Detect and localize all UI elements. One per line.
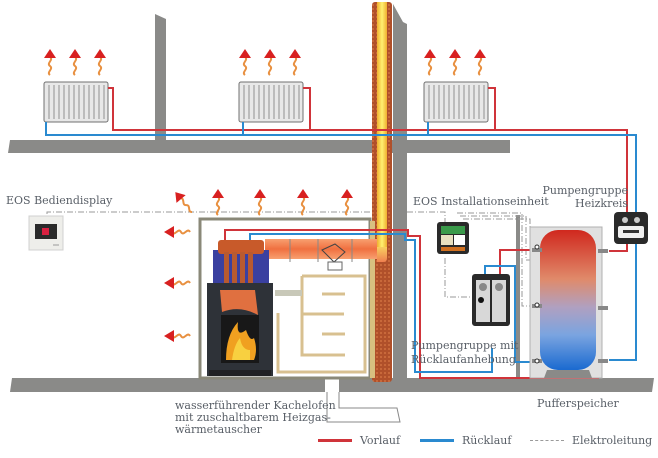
eos-display-device bbox=[28, 215, 64, 251]
radiator-3 bbox=[423, 48, 489, 123]
chimney bbox=[372, 2, 392, 382]
stove bbox=[207, 240, 273, 376]
upper-floor-slab bbox=[8, 140, 465, 153]
return-lift-pump-group bbox=[472, 274, 510, 326]
buffer-tank bbox=[529, 226, 608, 379]
legend-supply-label: Vorlauf bbox=[360, 433, 401, 447]
legend-electrical: Elektroleitung bbox=[530, 432, 652, 448]
legend-return-label: Rücklauf bbox=[462, 433, 512, 447]
heating-circuit-pump-group bbox=[614, 212, 648, 244]
eos-install-unit bbox=[437, 222, 469, 254]
label-buffer-tank: Pufferspeicher bbox=[537, 397, 619, 410]
label-pump-return-1: Pumpengruppe mit bbox=[411, 339, 519, 352]
legend-return: Rücklauf bbox=[420, 432, 511, 448]
label-stove-1: wasserführender Kachelofen bbox=[175, 399, 336, 412]
label-pump-return-2: Rücklaufanhebung bbox=[411, 353, 516, 366]
legend-return-swatch bbox=[420, 438, 454, 442]
floor-gap bbox=[325, 378, 339, 392]
right-outer-wall bbox=[516, 215, 520, 378]
interior-wall-left bbox=[155, 14, 166, 140]
return-pipes-upper bbox=[45, 122, 637, 361]
flue-pipe bbox=[265, 239, 377, 271]
upper-slab-right bbox=[400, 140, 510, 153]
interior-wall-chimney bbox=[393, 4, 407, 382]
radiator-1 bbox=[43, 48, 109, 123]
supply-pipes-upper bbox=[108, 87, 628, 240]
label-stove-2: mit zuschaltbarem Heizgas- bbox=[175, 411, 331, 424]
label-pump-heating-1: Pumpengruppe bbox=[542, 184, 628, 197]
walls bbox=[8, 4, 654, 392]
label-eos-display: EOS Bediendisplay bbox=[6, 194, 113, 207]
legend-supply-swatch bbox=[318, 438, 352, 442]
return-lift-pipes bbox=[484, 249, 538, 363]
radiator-2 bbox=[238, 48, 304, 123]
label-pump-heating-2: Heizkreis bbox=[574, 197, 628, 210]
heating-supply-link bbox=[609, 244, 628, 252]
label-eos-install-unit: EOS Installationseinheit bbox=[413, 195, 549, 208]
legend-electrical-label: Elektroleitung bbox=[572, 433, 653, 447]
legend-supply: Vorlauf bbox=[318, 432, 400, 448]
label-stove-3: wärmetauscher bbox=[175, 423, 262, 436]
underfloor-duct bbox=[326, 392, 401, 423]
legend-electrical-swatch bbox=[530, 439, 564, 441]
